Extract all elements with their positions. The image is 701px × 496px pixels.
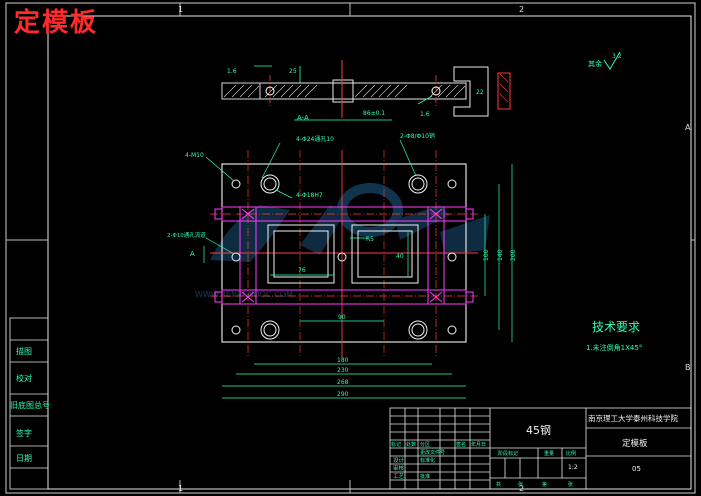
scale-value: 1:2	[568, 464, 578, 471]
detail-view	[453, 66, 511, 117]
callout-holes-a: 4-Φ24通孔10	[296, 135, 334, 143]
section-dim-center: 86±0.1	[363, 110, 385, 117]
cavity-width-dim: 76	[298, 267, 306, 274]
hdr-date: 年月日	[471, 441, 486, 448]
sheet-unit-a: 张	[518, 481, 523, 488]
header-title: 定模板	[14, 8, 99, 38]
strip-label-check: 校对	[16, 373, 32, 383]
zone-col-1: 1	[178, 5, 183, 14]
vdim-200: 200	[510, 249, 517, 261]
callout-corner: 4-M10	[185, 152, 204, 159]
callout-sprue: 2-Φ10通孔流道	[167, 231, 206, 239]
strip-label-date: 日期	[16, 454, 32, 463]
hdr-sign: 签名	[456, 441, 466, 448]
callout-r: R5	[366, 236, 374, 243]
strip-label-trace: 描图	[16, 346, 32, 356]
title-block-grid	[389, 407, 692, 490]
dim-268: 268	[337, 379, 349, 386]
zone-row-b: B	[685, 363, 691, 372]
scale-label: 比例	[566, 450, 576, 457]
hdr-zone: 分区	[420, 441, 430, 448]
plan-view	[203, 139, 513, 399]
strip-label-sign: 签字	[16, 428, 32, 438]
section-dim-depth: 25	[289, 68, 297, 75]
sheet-unit-b: 张	[568, 481, 573, 488]
zone-bottom-1: 1	[178, 484, 183, 493]
material-label: 45钢	[526, 424, 551, 437]
dim-290: 290	[337, 391, 349, 398]
zone-col-2: 2	[519, 5, 524, 14]
hdr-mark: 标记	[391, 441, 401, 448]
stage-label: 阶段标记	[498, 450, 518, 457]
detail-dim: 22	[476, 89, 484, 96]
zone-markers: 1 2 A B 1 2	[178, 5, 691, 493]
section-callout-right: 1.6	[420, 111, 430, 118]
callout-pins: 2-Φ8/Φ10销	[400, 132, 435, 140]
school-name: 南京理工大学泰州科技学院	[588, 413, 678, 423]
tech-req-item-1: 1.未注倒角1X45°	[586, 343, 642, 352]
surface-finish-label: 其余	[588, 59, 602, 68]
drawing-number: 05	[632, 465, 641, 473]
cavity-depth-label: 40	[396, 253, 404, 260]
section-view-a-a	[221, 60, 467, 121]
dim-230: 230	[337, 367, 349, 374]
row-process: 工艺	[393, 473, 405, 480]
surface-finish-symbol	[603, 51, 621, 70]
row-design: 设计	[393, 456, 405, 464]
section-label: A-A	[297, 114, 309, 122]
hdr-change-doc: 更改文件号	[420, 449, 445, 456]
hdr-count: 处数	[406, 441, 416, 448]
approve-label: 批准	[420, 473, 430, 480]
tech-req-title: 技术要求	[592, 320, 640, 334]
sheet-total: 共	[496, 481, 501, 488]
section-callout-left: 1.6	[227, 68, 237, 75]
surface-finish-value: 3.2	[612, 53, 622, 60]
sheet-no: 第	[542, 481, 547, 488]
callout-holes-b: 4-Φ18H7	[296, 192, 323, 199]
dim-180: 180	[337, 357, 349, 364]
vdim-140: 140	[497, 249, 504, 261]
zone-bottom-2: 2	[519, 484, 524, 493]
weight-label: 重量	[544, 450, 554, 457]
std-label: 标准化	[420, 457, 435, 464]
watermark-url: WWW.RENRENDOC.COM	[195, 290, 293, 299]
drawing-frame	[5, 2, 696, 494]
row-review: 审核	[393, 464, 405, 472]
watermark: WWW.RENRENDOC.COM	[195, 183, 490, 299]
left-strip-table	[9, 317, 49, 490]
part-name: 定模板	[622, 438, 648, 449]
zone-row-a: A	[685, 123, 691, 132]
vdim-100: 100	[483, 249, 490, 261]
spacing-dim: 90	[338, 314, 346, 321]
section-mark-a: A	[190, 250, 195, 258]
strip-label-old-no: 旧底图总号	[10, 400, 50, 410]
